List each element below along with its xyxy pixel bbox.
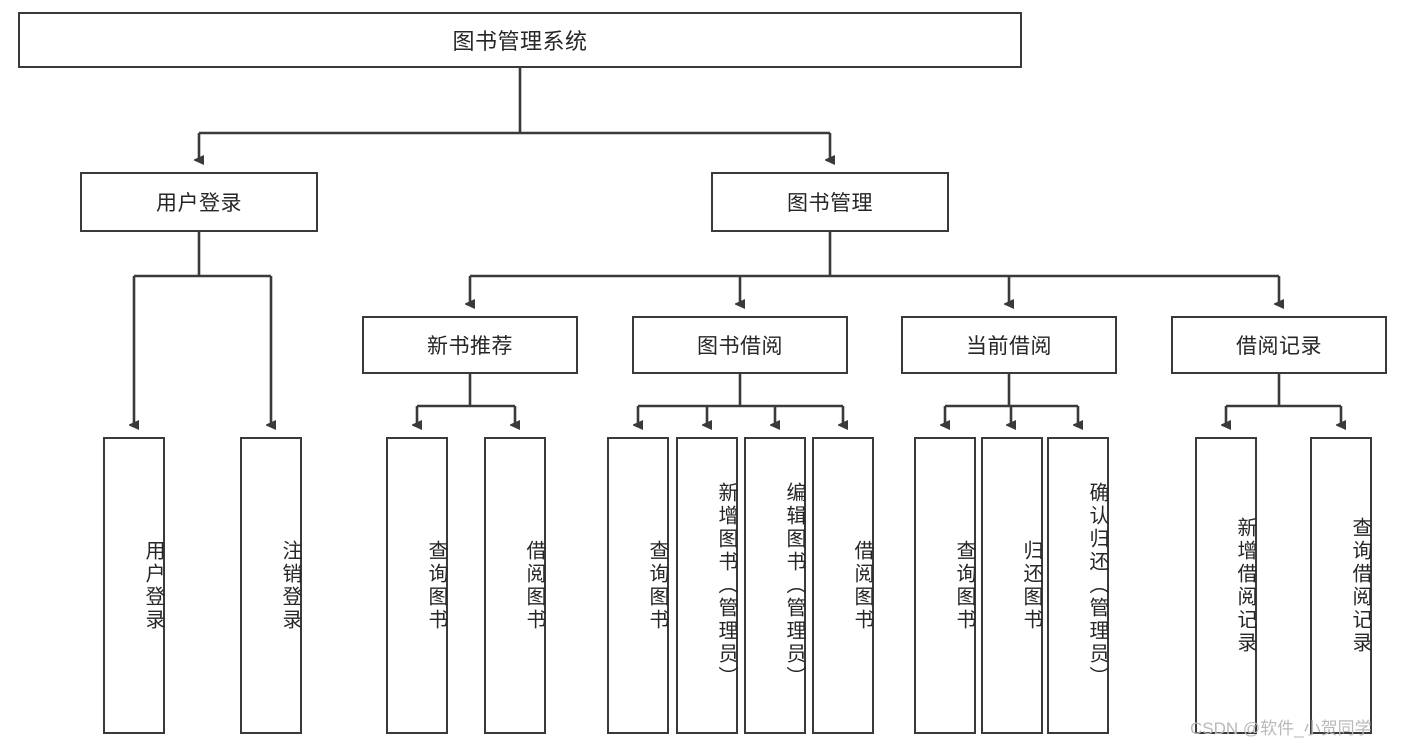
leaf-query-record[interactable]: 查询借阅记录 bbox=[1310, 437, 1372, 734]
leaf-add-record[interactable]: 新增借阅记录 bbox=[1195, 437, 1257, 734]
node-label: 借阅图书 bbox=[523, 539, 545, 632]
node-label: 当前借阅 bbox=[966, 335, 1052, 358]
node-label: 图书管理系统 bbox=[452, 29, 588, 54]
watermark: CSDN @软件_小贺同学 bbox=[1190, 719, 1372, 738]
node-label: 查询图书 bbox=[646, 539, 668, 632]
node-label: 借阅记录 bbox=[1236, 335, 1322, 358]
node-root-book-management-system[interactable]: 图书管理系统 bbox=[18, 12, 1022, 68]
node-book-manage[interactable]: 图书管理 bbox=[711, 172, 949, 232]
leaf-confirm-return[interactable]: 确认归还（管理员） bbox=[1047, 437, 1109, 734]
node-label: 查询图书 bbox=[953, 539, 975, 632]
leaf-user-logout[interactable]: 注销登录 bbox=[240, 437, 302, 734]
leaf-edit-book[interactable]: 编辑图书（管理员） bbox=[744, 437, 806, 734]
leaf-query-book-3[interactable]: 查询图书 bbox=[914, 437, 976, 734]
node-label: 用户登录 bbox=[142, 539, 164, 632]
node-label: 借阅图书 bbox=[851, 539, 873, 632]
leaf-borrow-book-1[interactable]: 借阅图书 bbox=[484, 437, 546, 734]
leaf-user-login[interactable]: 用户登录 bbox=[103, 437, 165, 734]
node-label: 图书管理 bbox=[787, 192, 873, 215]
node-current-borrow[interactable]: 当前借阅 bbox=[901, 316, 1117, 374]
node-label: 新增借阅记录 bbox=[1234, 516, 1256, 655]
node-label: 新书推荐 bbox=[427, 335, 513, 358]
node-label: 编辑图书（管理员） bbox=[783, 482, 805, 689]
node-label: 图书借阅 bbox=[697, 335, 783, 358]
node-label: 确认归还（管理员） bbox=[1086, 482, 1108, 689]
leaf-borrow-book-2[interactable]: 借阅图书 bbox=[812, 437, 874, 734]
node-label: 查询图书 bbox=[425, 539, 447, 632]
leaf-query-book-1[interactable]: 查询图书 bbox=[386, 437, 448, 734]
node-label: 新增图书（管理员） bbox=[715, 482, 737, 689]
node-user-login[interactable]: 用户登录 bbox=[80, 172, 318, 232]
node-label: 归还图书 bbox=[1020, 539, 1042, 632]
node-book-borrow[interactable]: 图书借阅 bbox=[632, 316, 848, 374]
node-new-book-recommend[interactable]: 新书推荐 bbox=[362, 316, 578, 374]
leaf-query-book-2[interactable]: 查询图书 bbox=[607, 437, 669, 734]
node-label: 查询借阅记录 bbox=[1349, 516, 1371, 655]
node-label: 注销登录 bbox=[279, 539, 301, 632]
leaf-add-book[interactable]: 新增图书（管理员） bbox=[676, 437, 738, 734]
node-borrow-record[interactable]: 借阅记录 bbox=[1171, 316, 1387, 374]
leaf-return-book[interactable]: 归还图书 bbox=[981, 437, 1043, 734]
node-label: 用户登录 bbox=[156, 192, 242, 215]
